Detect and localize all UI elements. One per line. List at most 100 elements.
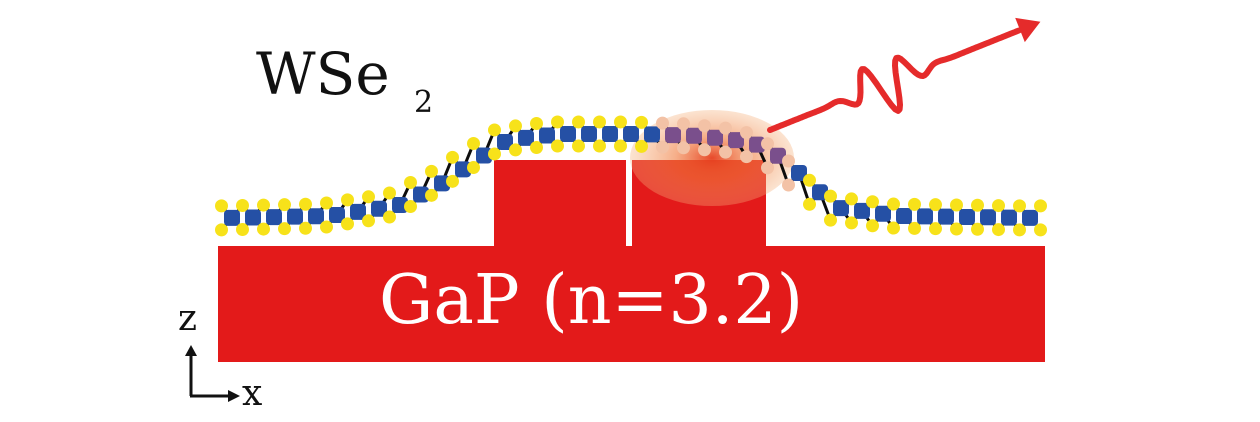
selenium-atom (320, 196, 333, 210)
selenium-atom (488, 147, 501, 161)
selenium-atom (593, 139, 606, 153)
selenium-atom (677, 117, 690, 131)
selenium-atom (656, 140, 669, 154)
selenium-atom (509, 143, 522, 157)
tungsten-atom (434, 175, 450, 192)
selenium-atom (425, 164, 438, 178)
selenium-atom (677, 141, 690, 155)
tungsten-atom (266, 209, 282, 226)
selenium-atom (551, 139, 564, 153)
selenium-atom (572, 115, 585, 129)
selenium-atom (740, 150, 753, 164)
tungsten-atom (728, 132, 744, 149)
selenium-atom (530, 141, 543, 154)
selenium-atom (446, 174, 459, 188)
tungsten-atom (602, 126, 618, 142)
tungsten-atom (245, 209, 261, 226)
selenium-atom (614, 139, 627, 153)
selenium-atom (971, 198, 984, 212)
selenium-atom (656, 116, 669, 130)
tungsten-atom (1022, 209, 1038, 226)
axis-x-label: x (242, 373, 262, 414)
tungsten-atom (392, 197, 408, 213)
selenium-atom (383, 186, 396, 200)
atoms (215, 115, 1047, 237)
tungsten-atom (770, 147, 786, 164)
tungsten-atom (875, 205, 891, 222)
selenium-atom (803, 197, 816, 211)
tungsten-atom (560, 126, 576, 142)
selenium-atom (530, 117, 543, 130)
tungsten-atom (497, 133, 513, 150)
tungsten-atom (833, 200, 849, 217)
selenium-atom (320, 220, 333, 234)
selenium-atom (257, 198, 270, 212)
selenium-atom (551, 115, 564, 129)
selenium-atom (866, 195, 879, 209)
tungsten-atom (518, 129, 534, 146)
material-label-subscript: 2 (414, 85, 433, 120)
selenium-atom (782, 178, 795, 192)
selenium-atom (992, 199, 1005, 213)
selenium-atom (1013, 199, 1026, 213)
selenium-atom (404, 200, 417, 213)
selenium-atom (299, 197, 312, 211)
tungsten-atom (455, 161, 471, 178)
selenium-atom (362, 214, 375, 228)
selenium-atom (467, 161, 480, 175)
axis-z-label: z (178, 298, 197, 339)
selenium-atom (887, 197, 900, 211)
selenium-atom (572, 139, 585, 153)
exciton-glow (630, 110, 794, 206)
axis-x-arrowhead (228, 390, 240, 402)
pillar-left (494, 160, 626, 248)
tungsten-atom (791, 165, 807, 181)
selenium-atom (845, 192, 858, 206)
selenium-atom (236, 198, 249, 212)
selenium-atom (299, 221, 312, 235)
gap-substrate (218, 160, 1045, 362)
selenium-atom (635, 139, 648, 153)
tungsten-atom (959, 208, 975, 225)
tungsten-atom (581, 126, 597, 142)
selenium-atom (341, 217, 354, 231)
selenium-atom (950, 222, 963, 236)
selenium-atom (992, 223, 1005, 237)
selenium-atom (971, 222, 984, 236)
tungsten-atom (539, 127, 555, 144)
tungsten-atom (623, 126, 639, 142)
selenium-atom (425, 188, 438, 202)
selenium-atom (467, 137, 480, 151)
substrate-slab (218, 246, 1045, 362)
selenium-atom (1034, 199, 1047, 213)
selenium-atom (1034, 223, 1047, 237)
tungsten-atom (287, 208, 303, 225)
selenium-atom (215, 223, 228, 237)
tungsten-atom (476, 147, 492, 164)
tungsten-atom (980, 209, 996, 226)
selenium-atom (950, 198, 963, 212)
tungsten-atom (707, 129, 723, 146)
wavy-arrow-icon (767, 17, 1041, 133)
tungsten-atom (329, 206, 345, 223)
selenium-atom (698, 119, 711, 133)
tungsten-atom (938, 208, 954, 225)
selenium-atom (257, 222, 270, 236)
tungsten-atom (749, 136, 765, 153)
selenium-atom (908, 221, 921, 235)
selenium-atom (782, 154, 795, 168)
tungsten-atom (371, 200, 387, 217)
tungsten-atom (917, 208, 933, 225)
tungsten-atom (854, 202, 870, 219)
tungsten-atom (686, 127, 702, 144)
coordinate-axes-icon: z x (178, 298, 262, 414)
tungsten-atom (308, 208, 324, 225)
selenium-atom (761, 161, 774, 175)
selenium-atom (719, 121, 732, 135)
selenium-atom (1013, 223, 1026, 237)
selenium-atom (908, 197, 921, 211)
emission-wave (767, 27, 1022, 133)
selenium-atom (803, 173, 816, 187)
selenium-atom (845, 216, 858, 230)
